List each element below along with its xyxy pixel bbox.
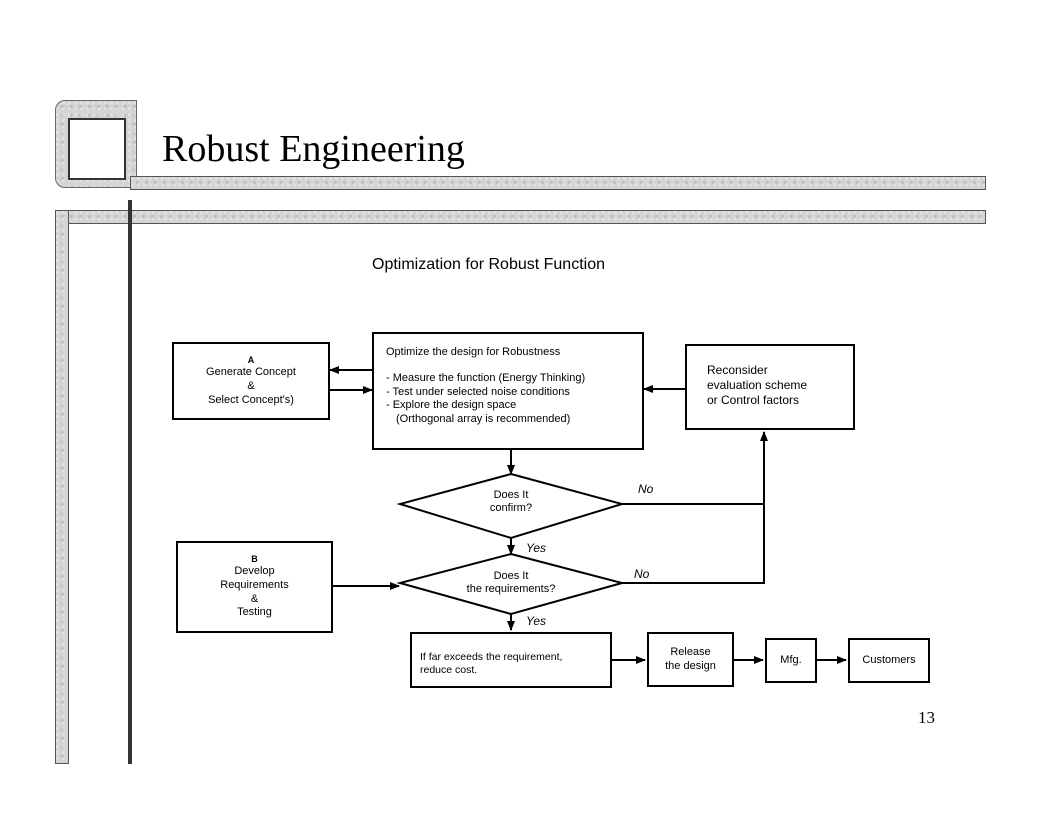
label-yes-confirm: Yes: [526, 541, 547, 555]
develop-line-4: Testing: [237, 606, 272, 619]
develop-line-3: &: [250, 592, 259, 605]
page-number: 13: [918, 708, 935, 727]
optimize-item-2: - Test under selected noise conditions: [386, 385, 570, 398]
decision-confirm-diamond: [396, 472, 626, 540]
optimize-heading: Optimize the design for Robustness: [386, 346, 561, 358]
requirements-line-1: Does It: [493, 569, 529, 582]
release-line-1: Release: [670, 645, 711, 658]
customers-box: Customers: [848, 638, 930, 683]
optimize-item-4: (Orthogonal array is recommended): [396, 413, 571, 425]
concept-line-3: Select Concept's): [208, 393, 294, 406]
label-yes-requirements: Yes: [526, 614, 547, 628]
content-frame-vertical-rule: [128, 200, 132, 764]
reduce-cost-line-2: reduce cost.: [420, 664, 478, 677]
reconsider-line-3: or Control factors: [707, 393, 800, 407]
diagram-subtitle: Optimization for Robust Function: [372, 256, 605, 273]
concept-line-1: Generate Concept: [206, 366, 296, 378]
reconsider-box: Reconsider evaluation scheme or Control …: [685, 344, 855, 430]
mfg-label: Mfg.: [780, 653, 802, 666]
reduce-cost-box: If far exceeds the requirement, reduce c…: [410, 632, 612, 688]
optimize-item-1: - Measure the function (Energy Thinking): [386, 371, 586, 384]
mfg-box: Mfg.: [765, 638, 817, 683]
optimize-item-3: - Explore the design space: [386, 399, 517, 412]
requirements-tag: B: [251, 553, 258, 564]
page-title: Robust Engineering: [162, 128, 465, 170]
optimize-design-box: Optimize the design for Robustness - Mea…: [372, 332, 644, 450]
concept-line-2: &: [247, 379, 255, 392]
concept-tag: A: [247, 354, 255, 365]
requirements-line-2: the requirements?: [466, 583, 556, 595]
release-design-box: Release the design: [647, 632, 734, 687]
decision-requirements-text: Does It the requirements?: [440, 568, 582, 598]
customers-label: Customers: [862, 653, 916, 666]
line-requirements-no: [622, 504, 765, 584]
reconsider-line-1: Reconsider: [707, 363, 768, 377]
content-frame-left-bar: [55, 210, 69, 764]
title-underline-band: [130, 176, 986, 190]
release-line-2: the design: [665, 659, 716, 672]
header-frame-inner: [68, 118, 126, 180]
confirm-line-1: Does It: [493, 488, 529, 501]
develop-line-2: Requirements: [220, 578, 289, 591]
decision-confirm-text: Does It confirm?: [450, 486, 572, 518]
decision-requirements-diamond: [396, 552, 626, 616]
develop-line-1: Develop: [234, 565, 275, 578]
content-frame-band: [55, 210, 986, 224]
confirm-line-2: confirm?: [489, 502, 533, 514]
generate-concept-box: A Generate Concept & Select Concept's): [172, 342, 330, 420]
reduce-cost-line-1: If far exceeds the requirement,: [420, 651, 563, 663]
reconsider-line-2: evaluation scheme: [707, 378, 808, 392]
label-no-requirements: No: [634, 567, 650, 581]
develop-requirements-box: B Develop Requirements & Testing: [176, 541, 333, 633]
label-no-confirm: No: [638, 482, 654, 496]
